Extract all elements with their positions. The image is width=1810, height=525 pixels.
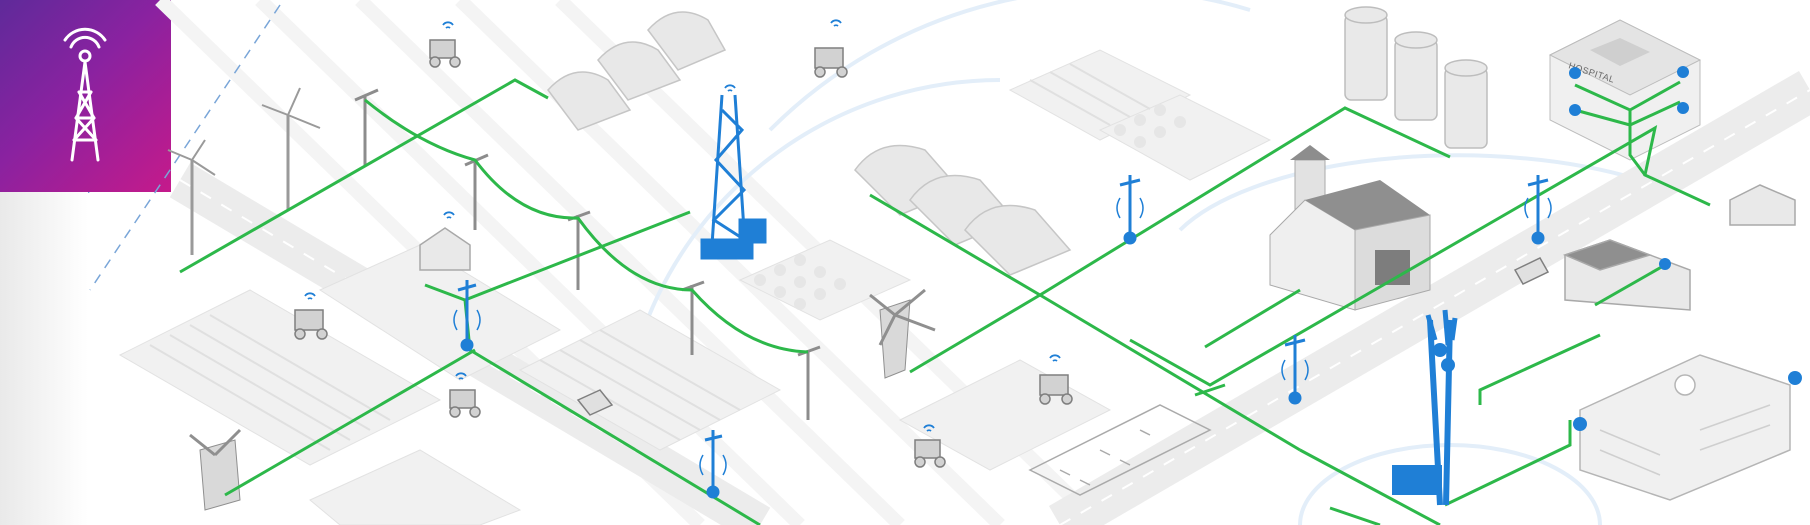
silo-icon [1344,6,1488,149]
wind-turbine-icon [167,87,321,255]
wifi-icon [304,19,1061,432]
left-fade [0,192,88,525]
lattice-tower-icon [700,94,767,260]
dashed-arc [89,4,281,291]
livestock-pen-icon [1028,404,1212,496]
endpoint-node [1569,66,1802,431]
network-lines [179,78,1711,525]
sensor-signal-arcs [453,197,1552,476]
power-line [364,98,809,354]
windmill-icon [189,288,936,511]
truck-icon [576,257,1550,416]
house-icon [419,184,1796,311]
school-icon [1579,354,1791,501]
barn-icon [1269,145,1431,311]
plant-dots [754,104,1186,310]
hospital-icon: HOSPITAL [1548,19,1702,161]
tractor-icon [294,39,1073,468]
cell-tower-icon [1392,309,1458,506]
field-rows [149,63,1151,451]
cell-tower-signal-icon [63,27,107,162]
greenhouse-icon [547,11,1072,276]
iot-sensor-pole-icon [457,175,1549,499]
header-badge [0,0,171,192]
